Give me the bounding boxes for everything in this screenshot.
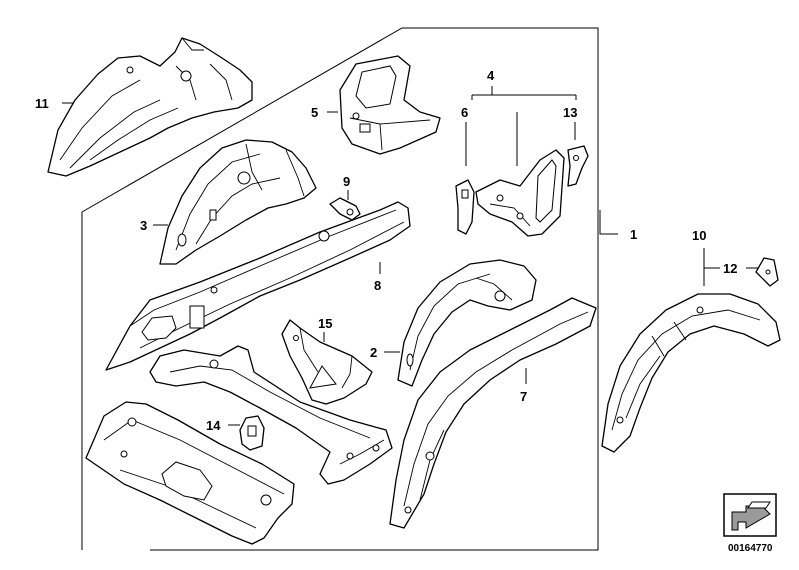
part-6-small-bracket[interactable] — [455, 179, 475, 235]
callout-6: 6 — [461, 105, 468, 120]
callout-3: 3 — [140, 218, 147, 233]
callout-7: 7 — [520, 389, 527, 404]
assembly-frame — [81, 27, 599, 551]
callout-12: 12 — [723, 261, 737, 276]
callout-labels: 11 5 4 6 13 9 3 8 1 10 12 15 2 7 14 — [35, 68, 737, 433]
crossmember[interactable] — [149, 345, 393, 485]
part-7-rear-arch-member[interactable] — [389, 297, 597, 529]
callout-1: 1 — [630, 227, 637, 242]
part-4-reinforcement-bracket[interactable] — [475, 149, 565, 237]
callout-10: 10 — [692, 228, 706, 243]
callout-11: 11 — [35, 96, 49, 111]
part-13-clip-bracket[interactable] — [567, 145, 589, 187]
part-9-fitting[interactable] — [329, 197, 361, 221]
callout-8: 8 — [374, 278, 381, 293]
part-2-wheel-arch-section[interactable] — [397, 259, 537, 387]
part-15-bracket[interactable] — [281, 319, 373, 405]
part-10-rear-arch-liner[interactable] — [601, 293, 781, 453]
part-14-clip[interactable] — [239, 415, 265, 451]
callout-2: 2 — [370, 345, 377, 360]
part-11-wheel-arch-liner[interactable] — [47, 37, 253, 177]
callout-13: 13 — [563, 105, 577, 120]
part-12-small-bracket[interactable] — [755, 257, 779, 287]
floor-panel[interactable] — [85, 401, 295, 545]
part-8-side-member[interactable] — [105, 201, 411, 371]
callout-9: 9 — [343, 174, 350, 189]
reference-code: 00164770 — [728, 543, 773, 554]
part-5-bracket-box[interactable] — [339, 55, 441, 155]
callout-15: 15 — [318, 316, 332, 331]
callout-5: 5 — [311, 105, 318, 120]
part-3-wheel-housing[interactable] — [159, 139, 317, 265]
callout-4: 4 — [487, 68, 495, 83]
leader-lines — [62, 86, 758, 426]
reference-icon — [723, 493, 777, 537]
callout-14: 14 — [206, 418, 221, 433]
